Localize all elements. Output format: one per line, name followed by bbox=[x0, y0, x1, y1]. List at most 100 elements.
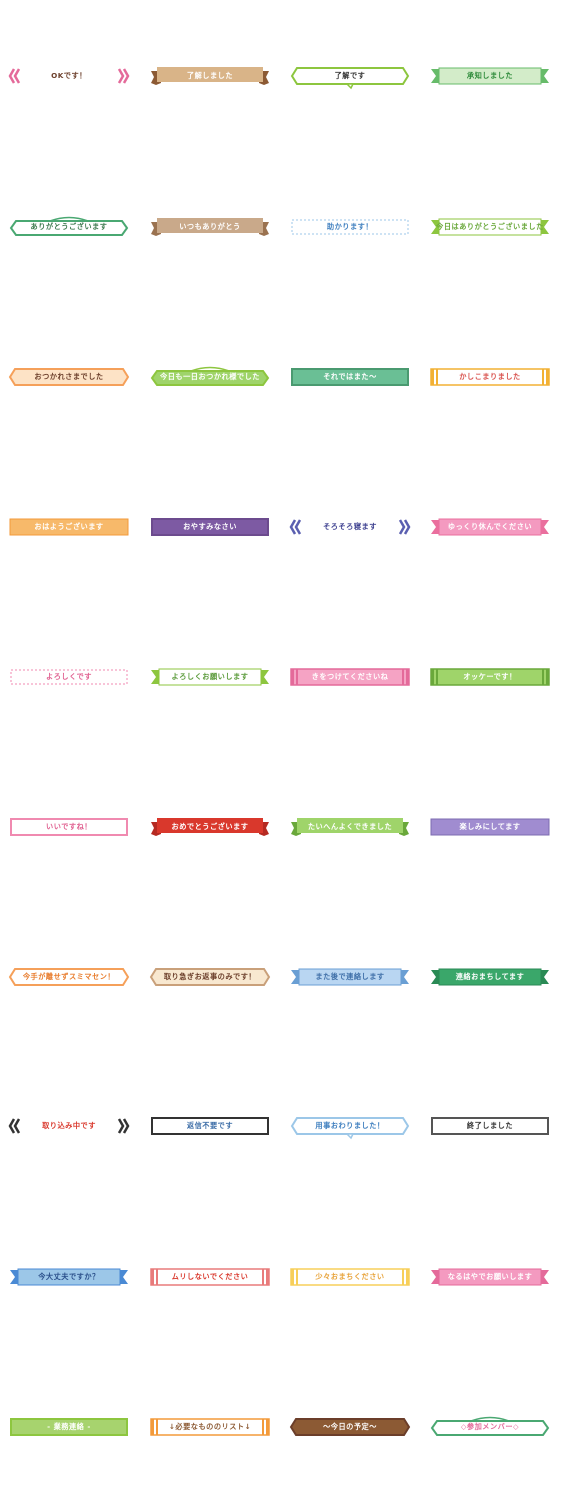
sticker-button[interactable]: 用事おわりました！ bbox=[290, 1117, 410, 1140]
sticker-label: そろそろ寝ます bbox=[323, 522, 377, 531]
sticker-button[interactable]: 助かります！ bbox=[291, 218, 409, 236]
sticker-label: 取り急ぎお返事のみです！ bbox=[163, 972, 257, 981]
sticker-frame bbox=[431, 1268, 549, 1286]
sticker-frame bbox=[430, 1416, 550, 1436]
sticker-label: 承知しました bbox=[466, 71, 514, 80]
sticker-button[interactable]: ↓必要なもののリスト↓ bbox=[150, 1418, 270, 1436]
sticker-frame bbox=[8, 1118, 130, 1134]
sticker-button[interactable]: OKです！ bbox=[8, 67, 130, 85]
sticker-label: ゆっくり休んでください bbox=[447, 522, 533, 531]
sticker-button[interactable]: おつかれさまでした bbox=[8, 368, 130, 386]
sticker-label: たいへんよくできました bbox=[307, 822, 393, 831]
sticker-button[interactable]: 返信不要です bbox=[151, 1117, 269, 1135]
sticker-button[interactable]: 〜今日の予定〜 bbox=[289, 1418, 411, 1436]
sticker-button[interactable]: おめでとうございます bbox=[151, 818, 269, 836]
sticker-label: 楽しみにしてます bbox=[459, 822, 521, 831]
sticker-button[interactable]: きをつけてくださいね bbox=[290, 668, 410, 686]
sticker-frame bbox=[290, 668, 410, 686]
sticker-button[interactable]: 今日も一日おつかれ様でした bbox=[150, 366, 270, 386]
sticker-button[interactable]: 楽しみにしてます bbox=[430, 818, 550, 836]
sticker-frame bbox=[289, 1418, 411, 1436]
sticker-frame bbox=[9, 518, 129, 536]
sticker-label: OKです！ bbox=[51, 71, 87, 80]
sticker-button[interactable]: 今手が離せずスミマセン！ bbox=[8, 968, 130, 986]
sticker-button[interactable]: 終了しました bbox=[431, 1117, 549, 1135]
sticker-label: ↓必要なもののリスト↓ bbox=[168, 1422, 252, 1431]
sticker-button[interactable]: 今大丈夫ですか？ bbox=[10, 1268, 128, 1286]
sticker-frame bbox=[290, 1268, 410, 1286]
sticker-button[interactable]: それではまた〜 bbox=[291, 368, 409, 386]
sticker-frame bbox=[10, 1418, 128, 1436]
sticker-button[interactable]: ゆっくり休んでください bbox=[431, 518, 549, 536]
sticker-frame bbox=[9, 216, 129, 236]
sticker-label: 了解です bbox=[334, 71, 366, 80]
sticker-frame bbox=[8, 968, 130, 986]
sticker-label: ムリしないでください bbox=[171, 1272, 249, 1281]
sticker-button[interactable]: 取り急ぎお返事のみです！ bbox=[149, 968, 271, 986]
sticker-label: それではまた〜 bbox=[323, 372, 377, 381]
sticker-frame bbox=[10, 818, 128, 836]
sticker-button[interactable]: 今日はありがとうございました bbox=[431, 218, 549, 236]
sticker-button[interactable]: 少々おまちください bbox=[290, 1268, 410, 1286]
sticker-label: オッケーです！ bbox=[463, 672, 517, 681]
sticker-button[interactable]: 了解です bbox=[290, 67, 410, 90]
sticker-label: また後で連絡します bbox=[315, 972, 385, 981]
sticker-frame bbox=[151, 1117, 269, 1135]
sticker-label: なるはやでお願いします bbox=[447, 1272, 533, 1281]
sticker-label: 助かります！ bbox=[326, 222, 374, 231]
sticker-frame bbox=[151, 518, 269, 536]
sticker-label: - 業務連絡 - bbox=[47, 1422, 91, 1431]
sticker-frame bbox=[431, 67, 549, 85]
sticker-label: 用事おわりました！ bbox=[315, 1121, 385, 1130]
sticker-button[interactable]: いいですね！ bbox=[10, 818, 128, 836]
sticker-frame bbox=[10, 669, 128, 685]
sticker-label: 返信不要です bbox=[186, 1121, 234, 1130]
sticker-button[interactable]: なるはやでお願いします bbox=[431, 1268, 549, 1286]
sticker-frame bbox=[431, 518, 549, 536]
sticker-frame bbox=[430, 668, 550, 686]
sticker-label: よろしくお願いします bbox=[171, 672, 249, 681]
sticker-button[interactable]: たいへんよくできました bbox=[291, 818, 409, 836]
sticker-button[interactable]: よろしくです bbox=[10, 668, 128, 686]
sticker-frame bbox=[10, 1268, 128, 1286]
sticker-label: おやすみなさい bbox=[183, 522, 237, 531]
sticker-button[interactable]: おやすみなさい bbox=[151, 518, 269, 536]
sticker-button[interactable]: オッケーです！ bbox=[430, 668, 550, 686]
sticker-label: 連絡おまちしてます bbox=[455, 972, 525, 981]
sticker-frame bbox=[431, 968, 549, 986]
sticker-frame bbox=[290, 67, 410, 90]
sticker-label: よろしくです bbox=[46, 672, 92, 681]
sticker-button[interactable]: ムリしないでください bbox=[150, 1268, 270, 1286]
sticker-button[interactable]: また後で連絡します bbox=[291, 968, 409, 986]
sticker-frame bbox=[291, 368, 409, 386]
sticker-label: かしこまりました bbox=[459, 372, 521, 381]
sticker-frame bbox=[291, 818, 409, 836]
sticker-frame bbox=[8, 68, 130, 84]
sticker-frame bbox=[431, 1117, 549, 1135]
sticker-button[interactable]: そろそろ寝ます bbox=[289, 518, 411, 536]
sticker-button[interactable]: いつもありがとう bbox=[151, 218, 269, 236]
sticker-label: 今日も一日おつかれ様でした bbox=[160, 372, 260, 381]
sticker-frame bbox=[8, 368, 130, 386]
sticker-frame bbox=[150, 1268, 270, 1286]
sticker-label: 今手が離せずスミマセン！ bbox=[22, 972, 116, 981]
sticker-label: 少々おまちください bbox=[315, 1272, 385, 1281]
sticker-frame bbox=[149, 968, 271, 986]
sticker-button[interactable]: 取り込み中です bbox=[8, 1117, 130, 1135]
sticker-button[interactable]: かしこまりました bbox=[430, 368, 550, 386]
sticker-button[interactable]: よろしくお願いします bbox=[151, 668, 269, 686]
sticker-button[interactable]: 連絡おまちしてます bbox=[431, 968, 549, 986]
sticker-label: 取り込み中です bbox=[42, 1121, 96, 1130]
sticker-frame bbox=[430, 818, 550, 836]
sticker-button[interactable]: ありがとうございます bbox=[9, 216, 129, 236]
sticker-button[interactable]: おはようございます bbox=[9, 518, 129, 536]
sticker-label: ありがとうございます bbox=[30, 222, 108, 231]
sticker-frame bbox=[150, 1418, 270, 1436]
sticker-button[interactable]: ◇参加メンバー◇ bbox=[430, 1416, 550, 1436]
sticker-button[interactable]: - 業務連絡 - bbox=[10, 1418, 128, 1436]
sticker-label: おはようございます bbox=[34, 522, 104, 531]
sticker-button[interactable]: 了解しました bbox=[151, 67, 269, 85]
sticker-button[interactable]: 承知しました bbox=[431, 67, 549, 85]
sticker-label: 〜今日の予定〜 bbox=[323, 1422, 377, 1431]
